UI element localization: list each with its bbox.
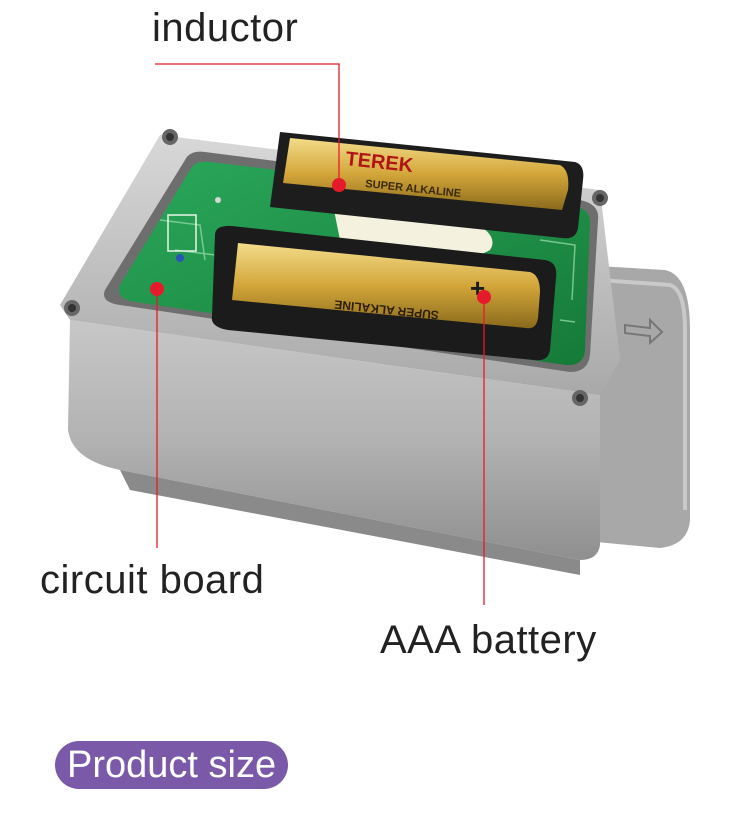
aaa-battery-front: + SUPER ALKALINE — [211, 225, 557, 361]
inductor-pointer-line — [155, 63, 340, 185]
circuit-board-pointer-dot — [150, 282, 164, 296]
pointer-lines — [155, 63, 485, 605]
inductor-label: inductor — [152, 6, 299, 50]
product-size-badge: Product size — [55, 741, 289, 789]
aaa-battery-label: AAA battery — [380, 618, 597, 662]
circuit-board-label: circuit board — [40, 558, 265, 602]
battery-pointer-dot — [477, 290, 491, 304]
inductor-pointer-dot — [332, 178, 346, 192]
aaa-battery-back: TEREK SUPER ALKALINE — [270, 132, 584, 239]
